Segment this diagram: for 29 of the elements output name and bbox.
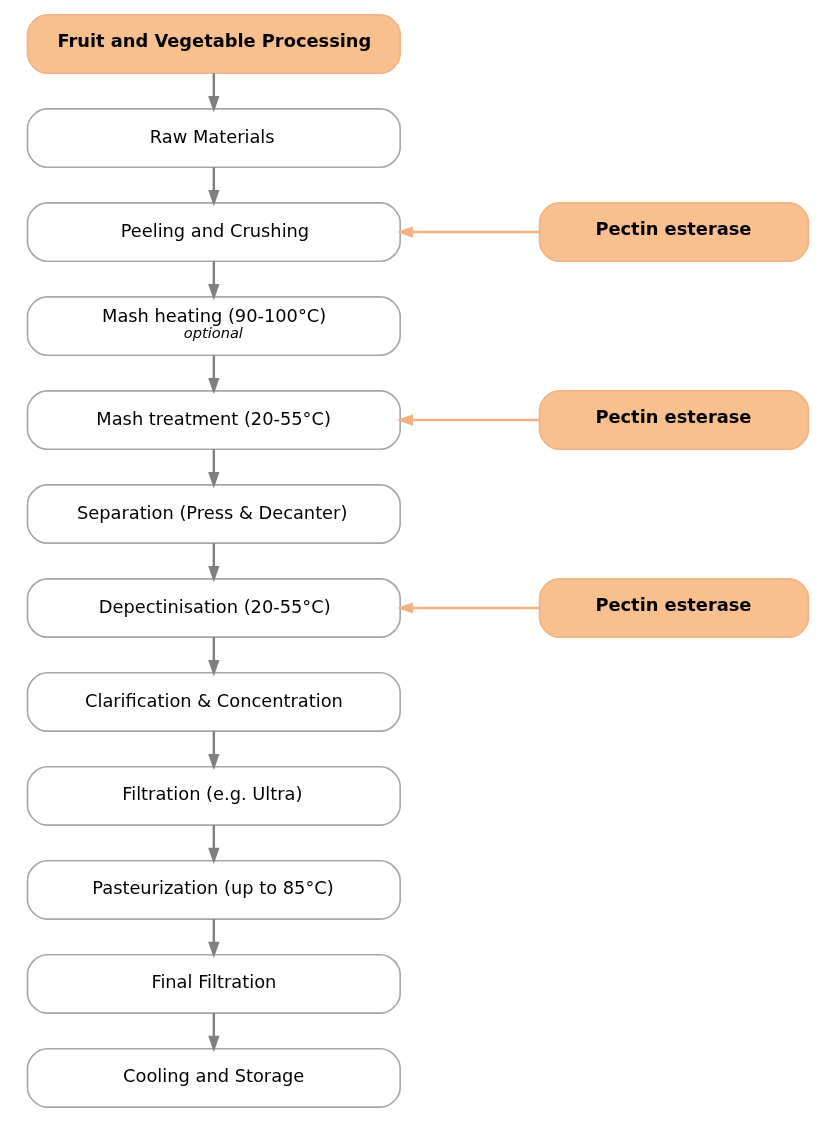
arrow: [208, 73, 220, 113]
node-box: Peeling and Crushing: [26, 202, 401, 263]
arrow: [208, 919, 220, 959]
arrow: [396, 602, 540, 614]
arrow: [396, 226, 540, 238]
arrow: [208, 731, 220, 771]
arrow: [208, 825, 220, 865]
node-box: Pasteurization (up to 85°C): [26, 859, 401, 920]
node-box: Pectin esterase: [538, 390, 810, 450]
arrow: [396, 414, 540, 426]
node-box: Separation (Press & Decanter): [26, 484, 401, 544]
arrow: [208, 261, 220, 301]
node-box: Raw Materials: [26, 108, 401, 169]
node-box: Filtration (e.g. Ultra): [26, 766, 401, 826]
node-box: Pectin esterase: [538, 202, 810, 263]
node-box: Mash heating (90-100°C) optional: [26, 296, 401, 356]
arrow: [208, 637, 220, 677]
arrow: [208, 1013, 220, 1053]
node-box: Depectinisation (20-55°C): [26, 578, 401, 638]
node-box: Cooling and Storage: [26, 1047, 401, 1108]
node-box: Mash treatment (20-55°C): [26, 390, 401, 450]
node-box: Fruit and Vegetable Processing: [26, 14, 401, 75]
arrow: [208, 167, 220, 207]
node-box: Clarification & Concentration: [26, 672, 401, 732]
arrow: [208, 449, 220, 489]
arrow: [208, 355, 220, 395]
node-box: Pectin esterase: [538, 578, 810, 638]
node-box: Final Filtration: [26, 953, 401, 1014]
arrow: [208, 543, 220, 583]
